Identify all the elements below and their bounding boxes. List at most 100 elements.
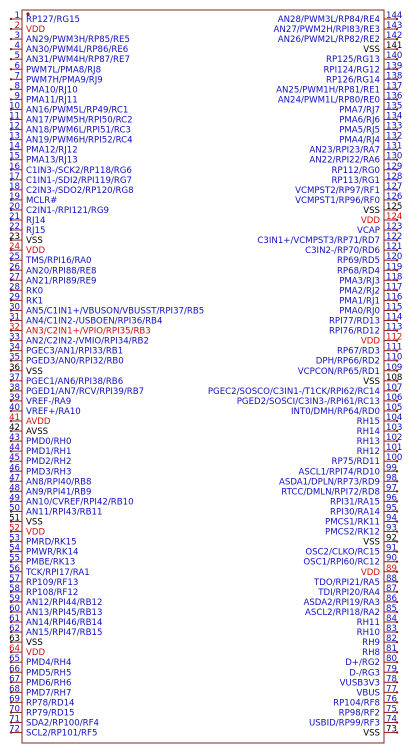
pin-number: 80 (386, 654, 397, 664)
pin-end-dot (9, 78, 13, 81)
pin-number: 22 (9, 222, 20, 232)
pin-end-dot (395, 650, 399, 654)
pin-label: PMD5/RH5 (26, 668, 71, 678)
pin-end-dot (9, 520, 13, 523)
pin-label: PMA4/RJ4 (339, 136, 380, 146)
pin-end-dot (9, 470, 13, 473)
pin-end-dot (9, 671, 13, 674)
pin-end-dot (9, 188, 13, 192)
pin-label: AN12/RPI44/RB12 (26, 598, 102, 608)
pin-label: VDD (361, 216, 380, 226)
pin-label: VDD (361, 337, 380, 347)
pin-number: 117 (386, 282, 402, 292)
right-pin-column: 144AN28/PWM3L/RP84/RE4143AN27/PWM2H/RPI8… (208, 11, 403, 739)
pin-end-dot (9, 510, 13, 513)
pin-label: RPI30/RA14 (330, 507, 380, 517)
pin-number: 4 (15, 41, 20, 51)
pin-label: AN8/RPI40/RB8 (26, 477, 92, 487)
pin-end-dot (9, 600, 13, 604)
pin-number: 140 (386, 51, 402, 61)
pin-label: RP108/RF12 (26, 588, 78, 598)
pin-number: 12 (9, 122, 20, 132)
pin-label: PGED1/AN7/RCV/RPI39/RB7 (26, 387, 144, 397)
pin-end-dot (395, 319, 399, 322)
pin-label: C3IN1+/VCMPST3/RP71/RD7 (257, 236, 380, 246)
pin-end-dot (395, 299, 399, 302)
pin-end-dot (395, 17, 399, 21)
pin-label: PMA1/RJ1 (339, 296, 380, 306)
pin-end-dot (9, 661, 13, 664)
pin-label: D-/RG3 (349, 668, 380, 678)
pin-number: 70 (9, 704, 20, 714)
pin-number: 3 (15, 31, 20, 41)
pin-number: 129 (386, 162, 402, 172)
pin-end-dot (395, 98, 399, 101)
pin-label: RTCC/DMLN/RPI72/RD8 (281, 487, 380, 497)
pin-end-dot (395, 701, 399, 704)
pin-label: ASCL2/RPI18/RA2 (305, 608, 380, 618)
pin-label: VDD (26, 25, 45, 35)
pin-number: 39 (9, 393, 20, 403)
pin-end-dot (9, 369, 13, 372)
pin-end-dot (9, 460, 13, 463)
pin-number: 58 (9, 584, 20, 594)
pin-number: 48 (9, 483, 20, 493)
pin-number: 93 (386, 524, 397, 534)
pin-label: RH12 (357, 447, 380, 457)
pin-end-dot (9, 198, 13, 202)
pin-end-dot (9, 570, 13, 573)
pin-number: 13 (9, 132, 20, 142)
pin-end-dot (9, 118, 13, 121)
pin-label: RP113/RG1 (331, 176, 380, 186)
pin-end-dot (395, 510, 399, 513)
pin-end-dot (9, 58, 13, 61)
pin-number: 69 (9, 694, 20, 704)
pin-end-dot (395, 68, 399, 71)
pin-number: 89 (386, 564, 397, 574)
pin-label: AN5/C1IN1+/VBUSON/VBUSST/RPI37/RB5 (26, 306, 204, 316)
pin-end-dot (9, 319, 13, 322)
pin-number: 120 (386, 252, 402, 262)
pin-label: RH13 (357, 437, 380, 447)
pin-label: AN31/PWM4H/RP87/RE7 (26, 55, 130, 65)
pin-end-dot (9, 299, 13, 302)
pin-number: 10 (9, 101, 20, 111)
pin-end-dot (395, 168, 399, 171)
pin-number: 59 (9, 594, 20, 604)
pin-end-dot (395, 550, 399, 553)
pin-end-dot (395, 228, 399, 232)
pin-label: PMD6/RH6 (26, 678, 71, 688)
pin-label: VBUS (356, 688, 380, 698)
pin-number: 141 (386, 41, 402, 51)
pin-number: 23 (9, 232, 20, 242)
pin-number: 79 (386, 664, 397, 674)
pin-end-dot (9, 248, 13, 252)
pin-label: AN4/C1IN2-/USBOEN/RPI36/RB4 (26, 317, 162, 327)
pin-label: RPI31/RA15 (330, 497, 380, 507)
pin-label: RH15 (357, 417, 380, 427)
pin-label: AN27/PWM2H/RPI83/RE3 (274, 25, 380, 35)
pin-label: RP98/RF2 (339, 708, 380, 718)
pin-end-dot (9, 47, 13, 51)
